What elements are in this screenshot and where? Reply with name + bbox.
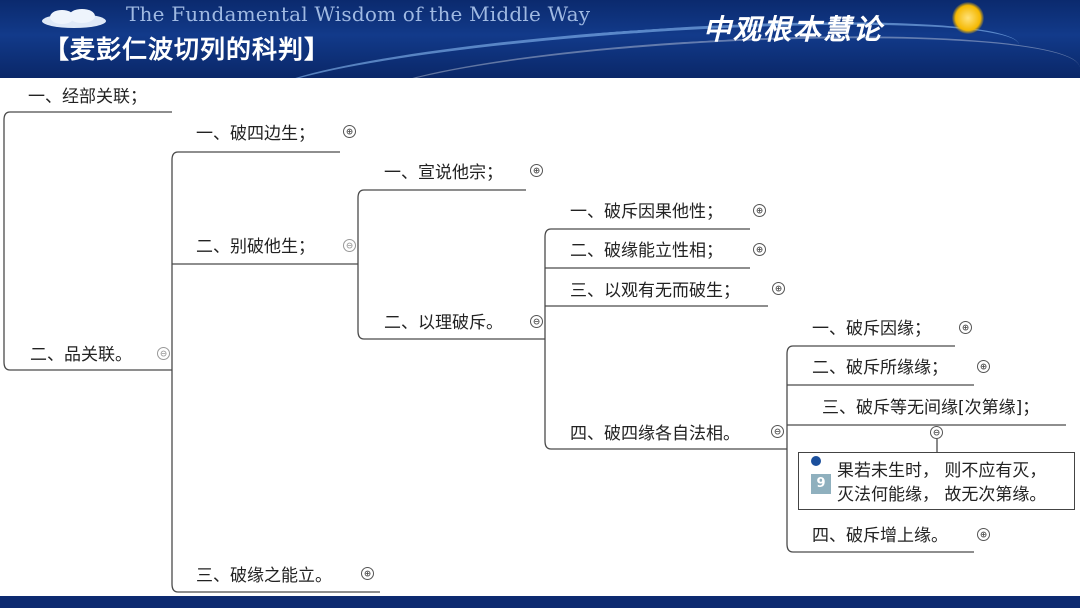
node-label[interactable]: 三、以观有无而破生；: [570, 281, 740, 301]
node-label[interactable]: 四、破斥增上缘。: [812, 526, 948, 546]
node-label[interactable]: 三、破斥等无间缘[次第缘]；: [822, 398, 1040, 418]
expand-toggle-icon[interactable]: ⊕: [343, 125, 356, 138]
expand-toggle-icon[interactable]: ⊕: [772, 282, 785, 295]
node-label[interactable]: 二、破缘能立性相；: [570, 241, 723, 261]
english-title: The Fundamental Wisdom of the Middle Way: [126, 2, 591, 26]
expand-toggle-icon[interactable]: ⊕: [977, 528, 990, 541]
footer-bar: [0, 596, 1080, 608]
node-label[interactable]: 一、宣说他宗；: [384, 163, 503, 183]
expand-toggle-icon[interactable]: ⊕: [361, 567, 374, 580]
section-title: 【麦彭仁波切列的科判】: [44, 35, 331, 64]
node-label[interactable]: 二、以理破斥。: [384, 313, 503, 333]
verse-line: 灭法何能缘， 故无次第缘。: [837, 485, 1047, 505]
node-label[interactable]: 一、破斥因果他性；: [570, 202, 723, 222]
node-label[interactable]: 三、破缘之能立。: [196, 566, 332, 586]
verse-text: 果若未生时， 则不应有灭， 灭法何能缘， 故无次第缘。: [837, 459, 1046, 507]
marker-dot-icon: [811, 456, 821, 466]
expand-toggle-icon[interactable]: ⊕: [977, 360, 990, 373]
node-label[interactable]: 一、破四边生；: [196, 124, 315, 144]
expand-toggle-icon[interactable]: ⊕: [530, 164, 543, 177]
expand-toggle-icon[interactable]: ⊕: [753, 243, 766, 256]
node-label[interactable]: 二、品关联。: [30, 345, 132, 365]
chinese-title: 中观根本慧论: [703, 13, 884, 46]
expand-toggle-icon[interactable]: ⊕: [959, 321, 972, 334]
collapse-toggle-icon[interactable]: ⊖: [771, 425, 784, 438]
header-banner: The Fundamental Wisdom of the Middle Way…: [0, 0, 1080, 78]
collapse-toggle-icon[interactable]: ⊖: [343, 239, 356, 252]
node-label[interactable]: 一、经部关联；: [28, 87, 147, 107]
expand-toggle-icon[interactable]: ⊕: [753, 204, 766, 217]
collapse-toggle-icon[interactable]: ⊖: [157, 347, 170, 360]
node-label[interactable]: 四、破四缘各自法相。: [570, 424, 740, 444]
node-label[interactable]: 一、破斥因缘；: [812, 319, 931, 339]
verse-note[interactable]: 9 果若未生时， 则不应有灭， 灭法何能缘， 故无次第缘。: [798, 452, 1075, 510]
collapse-toggle-icon[interactable]: ⊖: [930, 426, 943, 439]
sun-icon: [952, 2, 984, 34]
number-badge: 9: [811, 474, 831, 494]
cloud-icon: [42, 9, 106, 28]
node-label[interactable]: 二、别破他生；: [196, 237, 315, 257]
collapse-toggle-icon[interactable]: ⊖: [530, 315, 543, 328]
verse-line: 果若未生时， 则不应有灭，: [837, 461, 1047, 481]
node-label[interactable]: 二、破斥所缘缘；: [812, 358, 948, 378]
